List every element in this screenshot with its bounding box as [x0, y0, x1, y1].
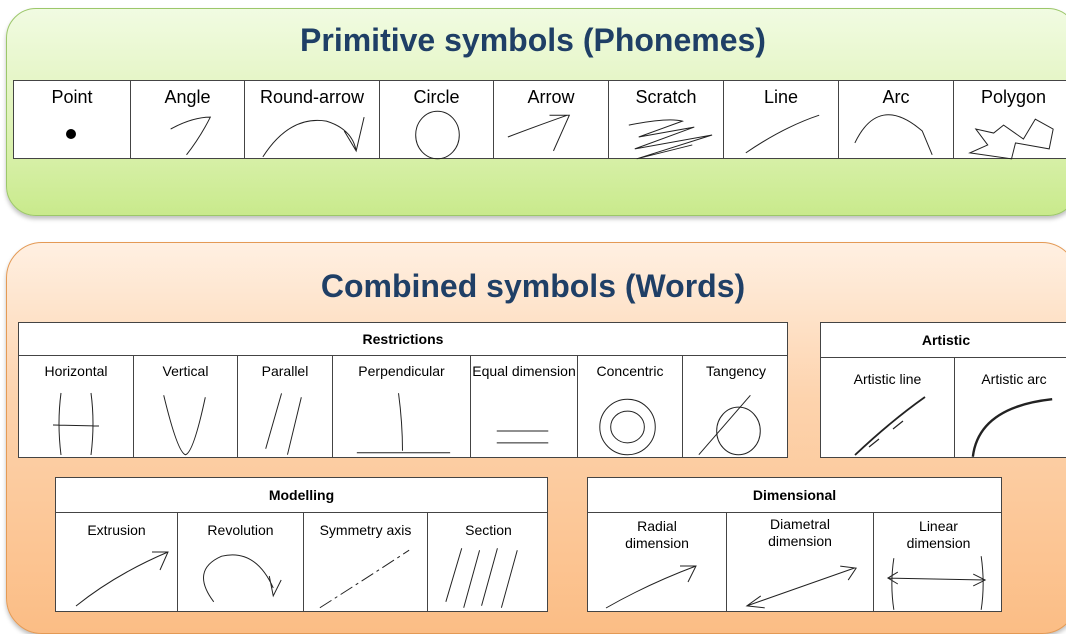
horizontal-sketch-icon — [52, 392, 100, 456]
primitive-cell-scratch: Scratch — [608, 81, 723, 160]
primitive-cell-polygon: Polygon — [953, 81, 1066, 160]
primitive-cell-line: Line — [723, 81, 838, 158]
primitive-label-arc: Arc — [882, 87, 910, 107]
restriction-label-horizontal: Horizontal — [44, 363, 108, 379]
modelling-label-extrusion: Extrusion — [87, 522, 146, 538]
primitive-cell-round-arrow: Round-arrow — [244, 81, 379, 158]
restriction-cell-vertical: Vertical — [133, 355, 237, 457]
arc-sketch-icon — [854, 114, 933, 156]
parallel-sketch-icon — [265, 393, 302, 455]
concentric-sketch-icon — [599, 398, 656, 456]
primitive-symbols-table: Point Angle Round-arrow Circle Arrow Scr… — [13, 80, 1066, 160]
primitive-label-polygon: Polygon — [980, 87, 1047, 107]
artistic-cell-arc: Artistic arc — [954, 357, 1066, 457]
restrictions-heading: Restrictions — [19, 323, 787, 356]
primitive-label-scratch: Scratch — [635, 87, 697, 107]
restriction-cell-perpendicular: Perpendicular — [332, 355, 470, 457]
polygon-sketch-icon — [968, 118, 1054, 160]
linear-dimension-sketch-icon — [886, 556, 987, 610]
modelling-cell-extrusion: Extrusion — [56, 512, 177, 611]
dimensional-label-linear: Linear dimension — [906, 518, 971, 551]
scratch-sketch-icon — [628, 119, 713, 160]
primitive-cell-circle: Circle — [379, 81, 493, 160]
arrow-sketch-icon — [507, 114, 571, 152]
primitive-label-angle: Angle — [164, 87, 211, 107]
modelling-cell-section: Section — [427, 512, 549, 611]
radial-dimension-sketch-icon — [605, 565, 697, 609]
primitive-label-round-arrow: Round-arrow — [259, 87, 365, 107]
restriction-label-vertical: Vertical — [162, 363, 209, 379]
revolution-sketch-icon — [203, 554, 282, 603]
artistic-label-line: Artistic line — [853, 371, 922, 387]
restriction-cell-concentric: Concentric — [577, 355, 682, 457]
section-sketch-icon — [445, 548, 518, 608]
primitive-cell-arc: Arc — [838, 81, 953, 158]
diametral-dimension-sketch-icon — [745, 565, 857, 609]
restriction-label-parallel: Parallel — [261, 363, 309, 379]
restriction-cell-equal-dimension: Equal dimension — [470, 355, 577, 457]
vertical-sketch-icon — [163, 395, 206, 456]
restriction-cell-horizontal: Horizontal — [19, 355, 133, 457]
modelling-cell-symmetry-axis: Symmetry axis — [303, 512, 427, 611]
artistic-cell-line: Artistic line — [821, 357, 954, 457]
dimensional-heading: Dimensional — [588, 478, 1001, 513]
primitive-cell-angle: Angle — [130, 81, 244, 158]
perpendicular-sketch-icon — [356, 393, 451, 454]
extrusion-sketch-icon — [75, 551, 169, 607]
line-sketch-icon — [745, 114, 820, 154]
round-arrow-sketch-icon — [262, 117, 365, 158]
modelling-label-revolution: Revolution — [207, 522, 274, 538]
modelling-table: Modelling Extrusion Revolution Symmetry … — [55, 477, 548, 612]
restrictions-table: Restrictions Horizontal Vertical Paralle… — [18, 322, 788, 458]
modelling-label-symmetry-axis: Symmetry axis — [319, 522, 412, 538]
dimensional-cell-radial: Radial dimension — [588, 512, 726, 611]
combined-symbols-title: Combined symbols (Words) — [320, 268, 746, 304]
artistic-arc-sketch-icon — [971, 398, 1053, 457]
restriction-label-tangency: Tangency — [706, 363, 766, 379]
restriction-cell-parallel: Parallel — [237, 355, 332, 457]
primitive-label-line: Line — [763, 87, 799, 107]
dimensional-table: Dimensional Radial dimension Diametral d… — [587, 477, 1002, 612]
primitive-cell-arrow: Arrow — [493, 81, 608, 158]
dimensional-label-radial: Radial dimension — [625, 518, 689, 551]
artistic-line-sketch-icon — [854, 396, 926, 456]
restriction-label-concentric: Concentric — [596, 363, 664, 379]
primitive-label-point: Point — [51, 87, 93, 107]
primitive-symbols-title: Primitive symbols (Phonemes) — [300, 22, 766, 58]
restriction-cell-tangency: Tangency — [682, 355, 789, 457]
dimensional-cell-linear: Linear dimension — [873, 512, 1003, 611]
restriction-label-equal-dimension: Equal dimension — [472, 363, 576, 379]
tangency-sketch-icon — [698, 394, 761, 456]
artistic-label-arc: Artistic arc — [981, 371, 1047, 387]
circle-sketch-icon — [415, 110, 460, 160]
restriction-label-perpendicular: Perpendicular — [358, 363, 445, 379]
dimensional-label-diametral: Diametral dimension — [768, 516, 832, 549]
symmetry-axis-sketch-icon — [319, 549, 410, 609]
modelling-cell-revolution: Revolution — [177, 512, 303, 611]
point-sketch-icon — [66, 129, 76, 139]
primitive-cell-point: Point — [14, 81, 130, 158]
angle-sketch-icon — [170, 116, 212, 156]
primitive-label-arrow: Arrow — [527, 87, 575, 107]
modelling-label-section: Section — [465, 522, 512, 538]
artistic-heading: Artistic — [821, 323, 1066, 358]
dimensional-cell-diametral: Diametral dimension — [726, 512, 873, 611]
artistic-table: Artistic Artistic line Artistic arc — [820, 322, 1066, 458]
equal-dimension-sketch-icon — [496, 430, 549, 444]
modelling-heading: Modelling — [56, 478, 547, 513]
primitive-label-circle: Circle — [413, 87, 460, 107]
